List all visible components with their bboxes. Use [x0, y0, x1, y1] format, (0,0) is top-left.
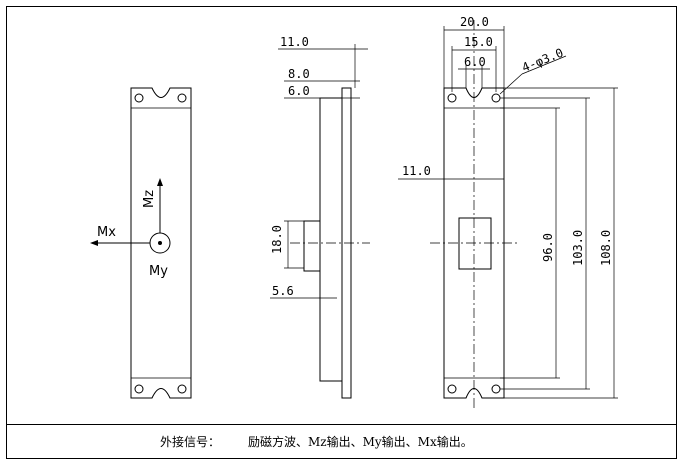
side-dim-18-0: 18.0 [270, 225, 284, 254]
footer-value: 励磁方波、Mz输出、My输出、Mx输出。 [248, 434, 473, 449]
rear-dim-15-0: 15.0 [464, 35, 493, 49]
axis-label-my: My [149, 264, 168, 279]
mz-arrow-head [157, 178, 163, 186]
side-dim-5-6: 5.6 [272, 284, 294, 298]
front-view: Mz Mx My [90, 87, 192, 399]
drawing-frame [6, 6, 677, 459]
rear-hole-bottom-left [447, 384, 457, 394]
rear-dim-11-0: 11.0 [402, 164, 431, 178]
front-hole-top-right [177, 93, 187, 103]
footer-label: 外接信号： [160, 434, 220, 449]
side-dim-8-0: 8.0 [288, 67, 310, 81]
front-hole-bottom-right [177, 384, 187, 394]
rear-dim-20-0: 20.0 [460, 15, 489, 29]
rear-sensor-window [458, 217, 492, 270]
rear-dim-6-0: 6.0 [464, 55, 486, 69]
side-dim-11-0: 11.0 [280, 35, 309, 49]
front-sensor-center [158, 241, 162, 245]
axis-label-mz: Mz [142, 190, 157, 208]
rear-view: 20.0 15.0 6.0 4-φ3.0 11.0 96.0 103.0 108… [398, 15, 618, 410]
rear-dim-96-0: 96.0 [541, 233, 555, 262]
rear-hole-bottom-right [491, 384, 501, 394]
hole-callout: 4-φ3.0 [520, 46, 565, 75]
rear-hole-top-left [447, 93, 457, 103]
rear-dim-108-0: 108.0 [599, 230, 613, 266]
mx-arrow-head [90, 240, 98, 246]
side-dim-6-0: 6.0 [288, 84, 310, 98]
side-sensor-block [303, 220, 321, 272]
hole-callout-leader [499, 73, 523, 95]
front-plate-outline [130, 87, 192, 399]
hole-callout-shelf [521, 55, 567, 75]
front-hole-top-left [134, 93, 144, 103]
axis-label-mx: Mx [97, 225, 116, 240]
rear-hole-top-right [491, 93, 501, 103]
rear-dim-103-0: 103.0 [571, 230, 585, 266]
side-body [319, 97, 343, 382]
side-view: 11.0 8.0 6.0 18.0 5.6 [270, 35, 370, 399]
front-hole-bottom-left [134, 384, 144, 394]
